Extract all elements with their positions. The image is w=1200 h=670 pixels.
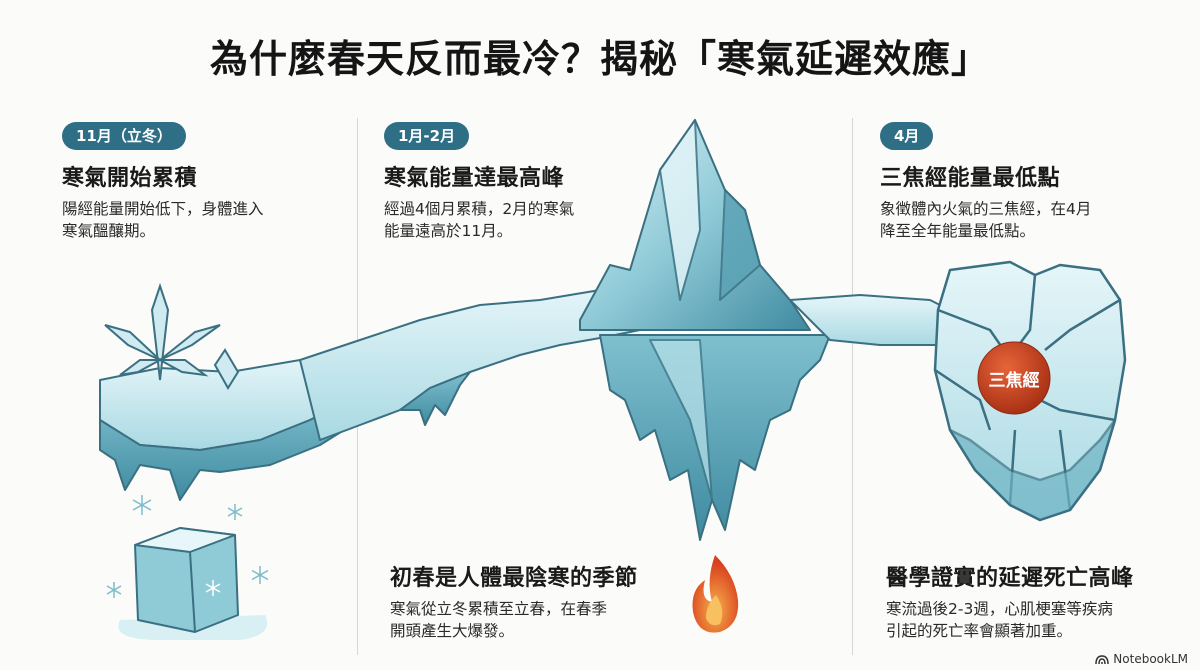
sanjiao-orb-label: 三焦經 [988,371,1040,391]
section-jan-feb: 1月-2月 寒氣能量達最高峰 經過4個月累積，2月的寒氣 能量遠高於11月。 [384,122,654,242]
flame-icon [692,555,739,633]
description-line: 降至全年能量最低點。 [880,222,1036,240]
description-line: 經過4個月累積，2月的寒氣 [384,200,575,218]
section-heading: 寒氣能量達最高峰 [384,166,565,191]
notebooklm-watermark: NotebookLM [1095,652,1188,666]
description-line: 寒流過後2-3週，心肌梗塞等疾病 [886,600,1113,618]
iceberg-underside [599,334,831,541]
description-line: 象徵體內火氣的三焦經，在4月 [880,200,1092,218]
section-description: 陽經能量開始低下，身體進入 寒氣醞釀期。 [62,198,342,242]
description-line: 寒氣醞釀期。 [62,222,156,240]
section-heading: 醫學證實的延遲死亡高峰 [886,566,1134,591]
section-description: 經過4個月累積，2月的寒氣 能量遠高於11月。 [384,198,654,242]
column-divider-right [852,118,853,655]
watermark-text: NotebookLM [1113,652,1188,666]
snowflake-icons [106,495,269,598]
section-april: 4月 三焦經能量最低點 象徵體內火氣的三焦經，在4月 降至全年能量最低點。 [880,122,1180,242]
notebooklm-logo-icon [1095,655,1110,665]
section-description: 象徵體內火氣的三焦經，在4月 降至全年能量最低點。 [880,198,1180,242]
section-november: 11月（立冬） 寒氣開始累積 陽經能量開始低下，身體進入 寒氣醞釀期。 [62,122,342,242]
badge-jan-feb: 1月-2月 [384,122,470,150]
description-line: 能量遠高於11月。 [384,222,513,240]
section-description: 寒流過後2-3週，心肌梗塞等疾病 引起的死亡率會顯著加重。 [886,598,1186,642]
page-title: 為什麼春天反而最冷？揭秘「寒氣延遲效應」 [209,37,990,81]
snowflake-crystal [104,282,240,390]
badge-april: 4月 [880,122,934,150]
description-line: 寒氣從立冬累積至立春，在春季 [390,600,608,618]
section-heading: 三焦經能量最低點 [880,166,1061,191]
section-early-spring: 初春是人體最陰寒的季節 寒氣從立冬累積至立春，在春季 開頭產生大爆發。 [390,560,670,642]
description-line: 開頭產生大爆發。 [390,622,515,640]
section-heading: 寒氣開始累積 [62,166,198,191]
badge-november: 11月（立冬） [62,122,186,150]
description-line: 陽經能量開始低下，身體進入 [62,200,264,218]
description-line: 引起的死亡率會顯著加重。 [886,622,1073,640]
section-description: 寒氣從立冬累積至立春，在春季 開頭產生大爆發。 [390,598,670,642]
ice-mountain-peak [579,119,811,331]
ice-cube [118,527,268,640]
section-delayed-mortality: 醫學證實的延遲死亡高峰 寒流過後2-3週，心肌梗塞等疾病 引起的死亡率會顯著加重… [886,560,1186,642]
section-heading: 初春是人體最陰寒的季節 [390,566,638,591]
sanjiao-orb [977,341,1051,415]
